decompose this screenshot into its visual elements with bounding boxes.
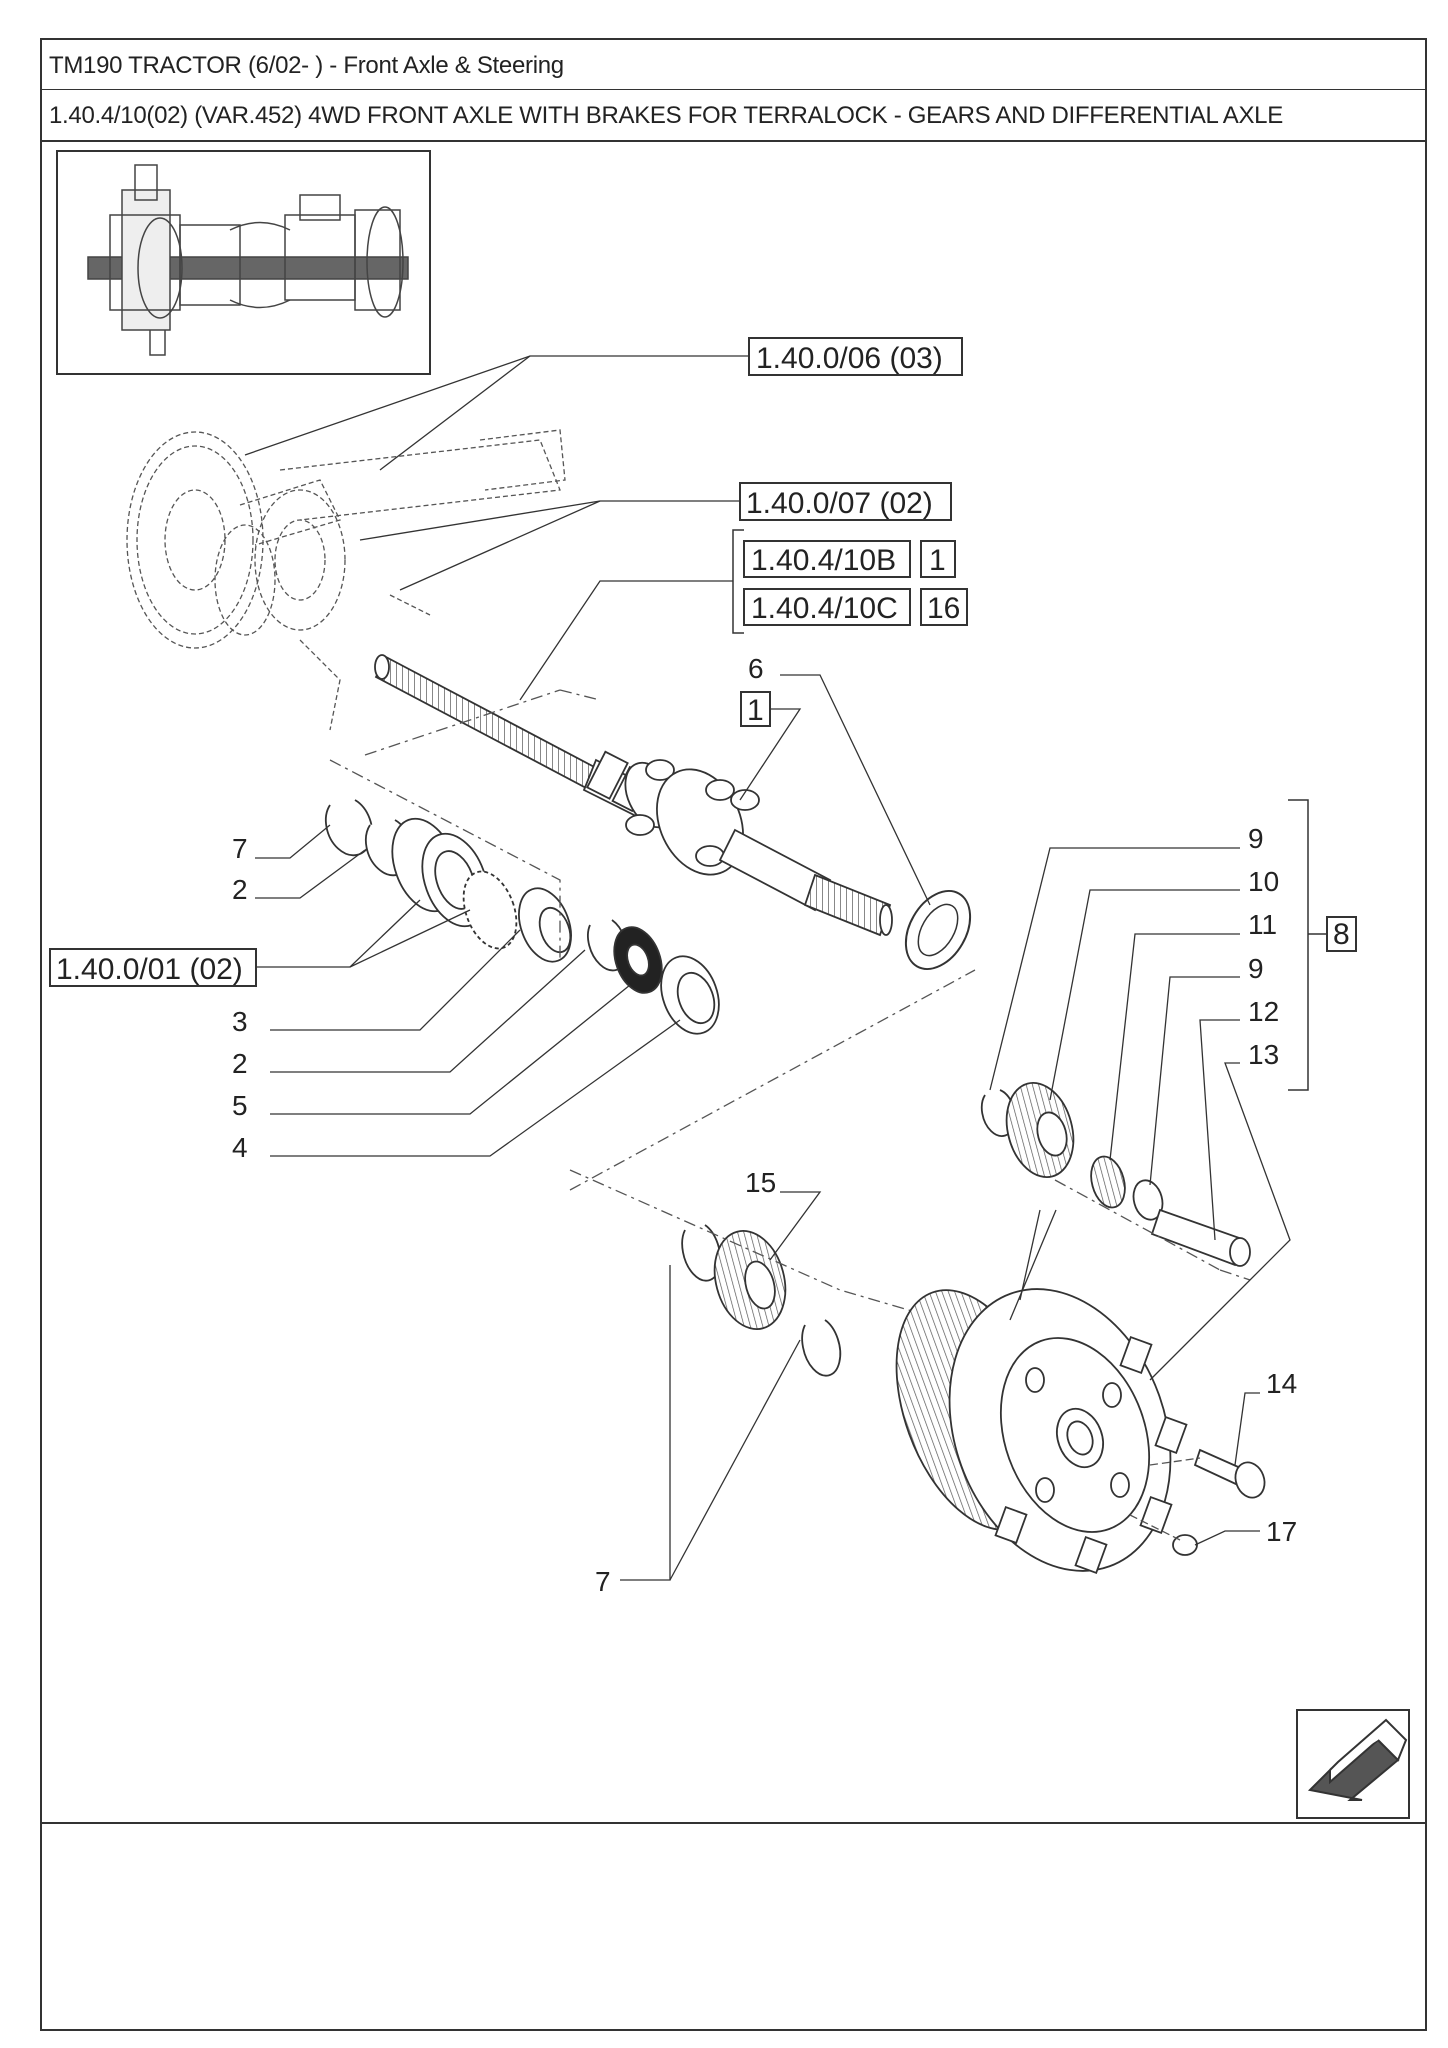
bolt-14 [1193,1448,1266,1499]
callout-17: 17 [1266,1516,1297,1547]
ref-10c-qty-label: 16 [927,592,960,625]
ref-07-label: 1.40.0/07 (02) [746,487,933,520]
ref-10c-label: 1.40.4/10C [751,592,898,625]
group8-label: 8 [1333,918,1350,951]
callout-10: 10 [1248,866,1279,897]
item6-qty-label: 1 [747,694,764,727]
callout-7-upper: 7 [232,833,248,864]
leader-lines [244,355,1291,1581]
ref-10b-qty-label: 1 [929,544,946,577]
callout-12: 12 [1248,996,1279,1027]
callout-11: 11 [1248,909,1277,940]
ref-bracket [732,529,744,634]
callout-5: 5 [232,1090,248,1121]
callout-labels: 6 7 2 3 2 5 4 9 10 11 9 12 13 15 14 17 7 [232,653,1297,1597]
footer-panel [42,1822,1425,2033]
callout-13: 13 [1248,1039,1279,1070]
ref-box-10c-qty: 16 [920,588,968,626]
callout-4: 4 [232,1132,248,1163]
parts-sheet: TM190 TRACTOR (6/02- ) - Front Axle & St… [40,38,1427,2031]
ref-06-label: 1.40.0/06 (03) [756,342,943,375]
callout-2-upper: 2 [232,874,248,905]
ref-box-01[interactable]: 1.40.0/01 (02) [49,948,257,987]
subtitle-row: 1.40.4/10(02) (VAR.452) 4WD FRONT AXLE W… [42,90,1425,142]
callout-3: 3 [232,1006,248,1037]
page-subtitle: 1.40.4/10(02) (VAR.452) 4WD FRONT AXLE W… [49,102,1283,129]
ref-box-10b[interactable]: 1.40.4/10B [743,540,911,578]
ref-box-10c[interactable]: 1.40.4/10C [743,588,911,626]
callout-15: 15 [745,1167,776,1198]
ref-box-06[interactable]: 1.40.0/06 (03) [748,337,963,376]
callout-14: 14 [1266,1368,1297,1399]
locator-thumbnail [56,150,431,375]
gear-group-8 [980,1082,1251,1267]
diagonal-axis [569,969,976,1191]
ref-10b-label: 1.40.4/10B [751,544,896,577]
group8-bracket [1288,799,1309,1091]
callout-9-upper: 9 [1248,823,1264,854]
left-axis-link [364,689,601,756]
item6-qty-box: 1 [740,691,771,727]
next-page-arrow-icon[interactable] [1296,1709,1410,1819]
callout-7-lower: 7 [595,1566,611,1597]
callout-2-lower: 2 [232,1048,248,1079]
ref-box-07[interactable]: 1.40.0/07 (02) [739,482,952,521]
left-stack [324,799,720,1035]
brake-hub [895,1288,1188,1575]
group8-box: 8 [1326,916,1357,952]
universal-joint [624,759,893,937]
callout-9-lower: 9 [1248,953,1264,984]
ref-01-label: 1.40.0/01 (02) [56,953,243,986]
part-6-seal [904,890,972,970]
left-stack-centerline [329,759,561,960]
hub-axis-lines [1129,1457,1201,1541]
page-title: TM190 TRACTOR (6/02- ) - Front Axle & St… [49,52,564,79]
gear-group-centerline [1054,1179,1251,1281]
callout-6: 6 [748,653,764,684]
ref-box-10b-qty: 1 [920,540,956,578]
title-row: TM190 TRACTOR (6/02- ) - Front Axle & St… [42,40,1425,90]
ghost-differential [126,429,566,731]
lower-gear-set [681,1224,842,1377]
